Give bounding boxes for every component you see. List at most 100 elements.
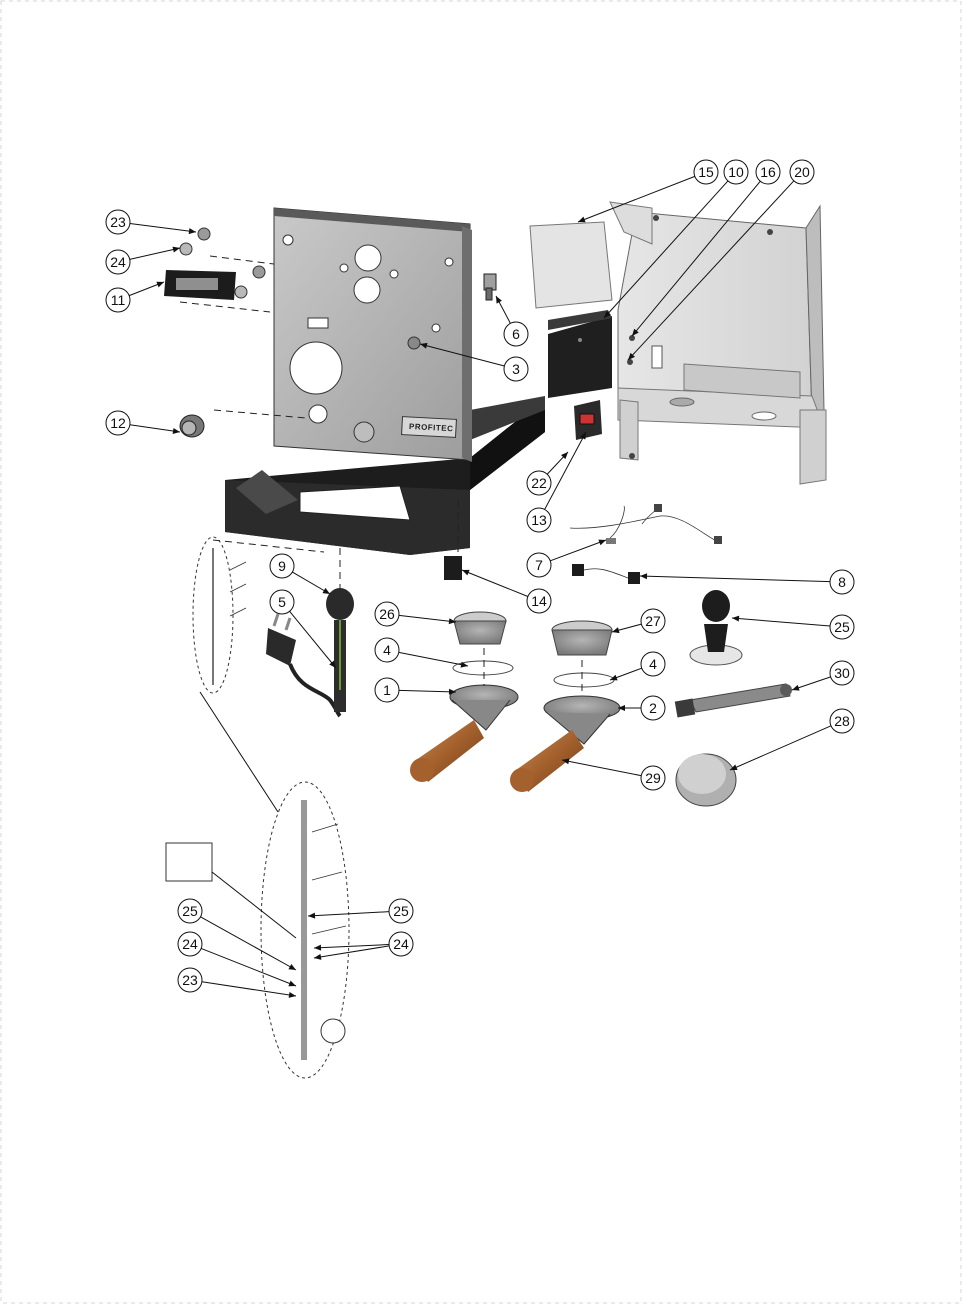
callout-24: 24: [105, 246, 181, 275]
leader-arrowhead: [561, 452, 568, 460]
callout-circle: [829, 569, 855, 595]
callout-28: 28: [729, 708, 855, 771]
callout-number: 11: [111, 292, 126, 308]
leader-arrowhead: [288, 963, 296, 970]
callout-circle: [503, 321, 529, 347]
callout-circle: [177, 898, 203, 924]
leader-line: [398, 689, 457, 693]
rear-housing: [444, 201, 827, 584]
leader-line: [631, 180, 761, 337]
callout-number: 20: [794, 164, 810, 180]
leader-line: [550, 539, 607, 562]
callout-circle: [829, 614, 855, 640]
callout-circle: [177, 931, 203, 957]
leader-line: [200, 947, 297, 987]
bracket-part: [483, 273, 497, 301]
leader-line: [289, 610, 337, 669]
portafilter-double: [510, 620, 621, 792]
callout-23: 23: [105, 209, 197, 235]
leader-arrowhead: [618, 705, 625, 711]
callout-25: 25: [307, 898, 414, 924]
callout-circle: [503, 356, 529, 382]
callout-circle: [105, 249, 131, 275]
callout-number: 16: [760, 164, 776, 180]
leader-arrowhead: [322, 587, 330, 594]
leader-arrowhead: [288, 980, 296, 987]
callout-number: 24: [110, 254, 126, 270]
leader-arrowhead: [732, 615, 740, 622]
callout-number: 29: [645, 770, 661, 786]
leader-arrowhead: [598, 539, 606, 546]
callout-number: 7: [535, 557, 543, 573]
leader-line: [419, 343, 505, 367]
callout-13: 13: [526, 431, 587, 533]
callout-number: 6: [512, 326, 520, 342]
leader-line: [544, 431, 587, 510]
callout-circle: [269, 553, 295, 579]
callout-27: 27: [611, 608, 666, 634]
callout-circle: [374, 677, 400, 703]
callout-circle: [789, 159, 815, 185]
callout-number: 15: [698, 164, 714, 180]
callout-number: 23: [110, 214, 126, 230]
leader-arrowhead: [792, 684, 800, 691]
brand-plate: [401, 416, 457, 438]
callout-24: 24: [177, 931, 297, 987]
callout-9: 9: [269, 553, 331, 595]
callout-circle: [177, 967, 203, 993]
callout-circle: [829, 660, 855, 686]
callout-circle: [640, 765, 666, 791]
leader-arrowhead: [628, 352, 635, 360]
leader-arrowhead: [612, 627, 620, 634]
display-module: [164, 227, 275, 313]
leader-arrowhead: [640, 573, 648, 580]
callout-number: 24: [182, 936, 198, 952]
leader-line: [307, 911, 390, 917]
leader-arrowhead: [632, 328, 639, 336]
leader-line: [129, 223, 197, 233]
leader-line: [627, 180, 795, 361]
callout-number: 12: [110, 415, 126, 431]
callout-number: 24: [393, 936, 409, 952]
callout-number: 5: [278, 594, 286, 610]
callout-circle: [640, 608, 666, 634]
callout-circle: [105, 209, 131, 235]
callout-number: 23: [182, 972, 198, 988]
callout-number: 13: [531, 512, 547, 528]
callout-number: 25: [834, 619, 850, 635]
leader-arrowhead: [462, 569, 470, 576]
callout-2: 2: [618, 695, 666, 721]
leader-line: [200, 916, 297, 971]
callout-number: 8: [838, 574, 846, 590]
callout-14: 14: [461, 569, 552, 614]
leader-arrowhead: [448, 688, 456, 695]
leader-arrowhead: [604, 310, 611, 318]
leader-arrowhead: [156, 281, 164, 288]
screw-stack-small: [192, 536, 325, 813]
callout-circle: [755, 159, 781, 185]
callout-circle: [640, 651, 666, 677]
callout-26: 26: [374, 601, 457, 627]
leader-line: [561, 759, 642, 777]
brand-plate-text: PROFITEC: [409, 422, 454, 433]
leader-arrowhead: [578, 216, 586, 223]
callout-circle: [526, 507, 552, 533]
callout-10: 10: [603, 159, 749, 319]
leader-line: [313, 945, 390, 959]
callout-circle: [374, 601, 400, 627]
leader-arrowhead: [329, 660, 336, 668]
callout-12: 12: [105, 410, 181, 436]
leader-line: [729, 725, 832, 771]
leader-line: [398, 614, 457, 623]
leader-arrowhead: [314, 944, 322, 951]
callout-circle: [526, 470, 552, 496]
callout-22: 22: [526, 451, 569, 496]
leader-arrowhead: [288, 991, 296, 998]
leader-line: [201, 981, 297, 997]
callout-20: 20: [627, 159, 815, 361]
brush-part: [674, 683, 792, 718]
leader-line: [577, 175, 696, 223]
callout-number: 28: [834, 713, 850, 729]
